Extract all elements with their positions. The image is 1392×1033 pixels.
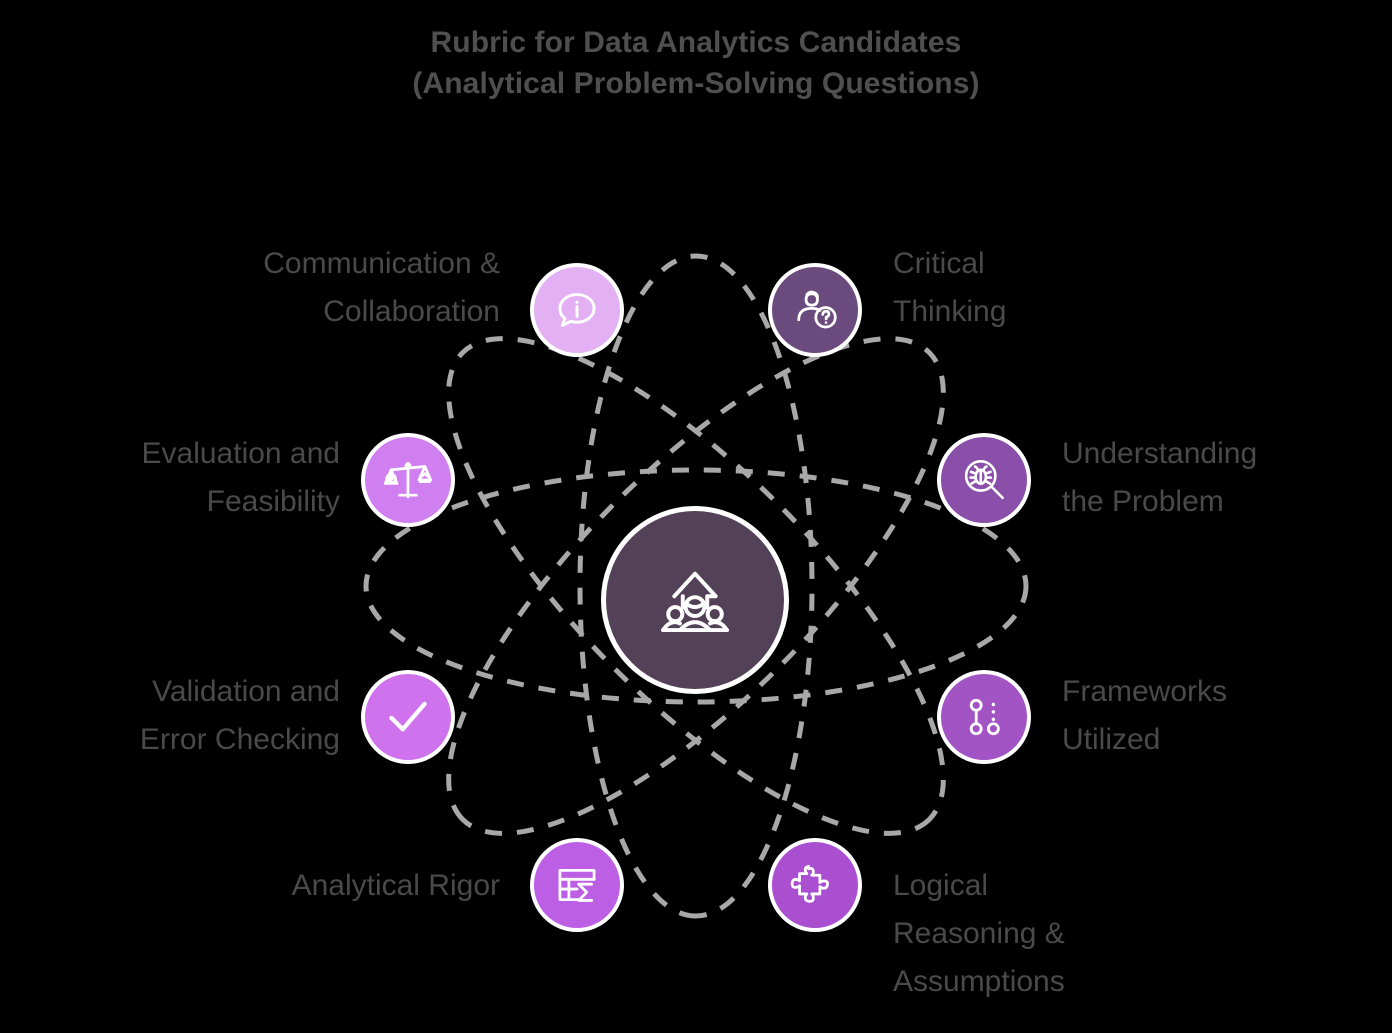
page-title: Rubric for Data Analytics Candidates (An… xyxy=(0,22,1392,104)
label-validation-error-checking: Validation and Error Checking xyxy=(139,675,340,756)
node-communication-collaboration[interactable] xyxy=(530,263,624,357)
node-critical-thinking[interactable] xyxy=(768,263,862,357)
label-analytical-rigor: Analytical Rigor xyxy=(291,869,500,902)
label-critical-thinking: Critical Thinking xyxy=(893,247,1007,328)
page-title-line-1: Rubric for Data Analytics Candidates xyxy=(430,26,962,59)
node-evaluation-feasibility[interactable] xyxy=(361,433,455,527)
checkmark-icon xyxy=(380,689,436,745)
magnifier-bug-icon xyxy=(958,454,1010,506)
label-understanding-the-problem: Understanding the Problem xyxy=(1062,437,1258,518)
node-frameworks-utilized[interactable] xyxy=(937,670,1031,764)
people-growth-arrow-icon xyxy=(648,553,742,647)
label-communication-collaboration: Communication & Collaboration xyxy=(263,247,500,328)
balance-scale-icon xyxy=(381,453,435,507)
puzzle-piece-icon xyxy=(789,859,841,911)
label-logical-reasoning-assumptions: Logical Reasoning & Assumptions xyxy=(893,869,1065,998)
person-question-icon xyxy=(789,284,841,336)
hub-node[interactable] xyxy=(601,506,789,694)
node-logical-reasoning-assumptions[interactable] xyxy=(768,838,862,932)
node-analytical-rigor[interactable] xyxy=(530,838,624,932)
speech-bubble-info-icon xyxy=(551,284,603,336)
table-sigma-icon xyxy=(551,859,603,911)
label-evaluation-feasibility: Evaluation and Feasibility xyxy=(141,437,341,518)
node-flow-icon xyxy=(959,692,1009,742)
page-title-line-2: (Analytical Problem-Solving Questions) xyxy=(412,67,980,100)
node-validation-error-checking[interactable] xyxy=(361,670,455,764)
orbit-lines xyxy=(363,253,1029,919)
label-frameworks-utilized: Frameworks Utilized xyxy=(1062,675,1228,756)
node-understanding-the-problem[interactable] xyxy=(937,433,1031,527)
